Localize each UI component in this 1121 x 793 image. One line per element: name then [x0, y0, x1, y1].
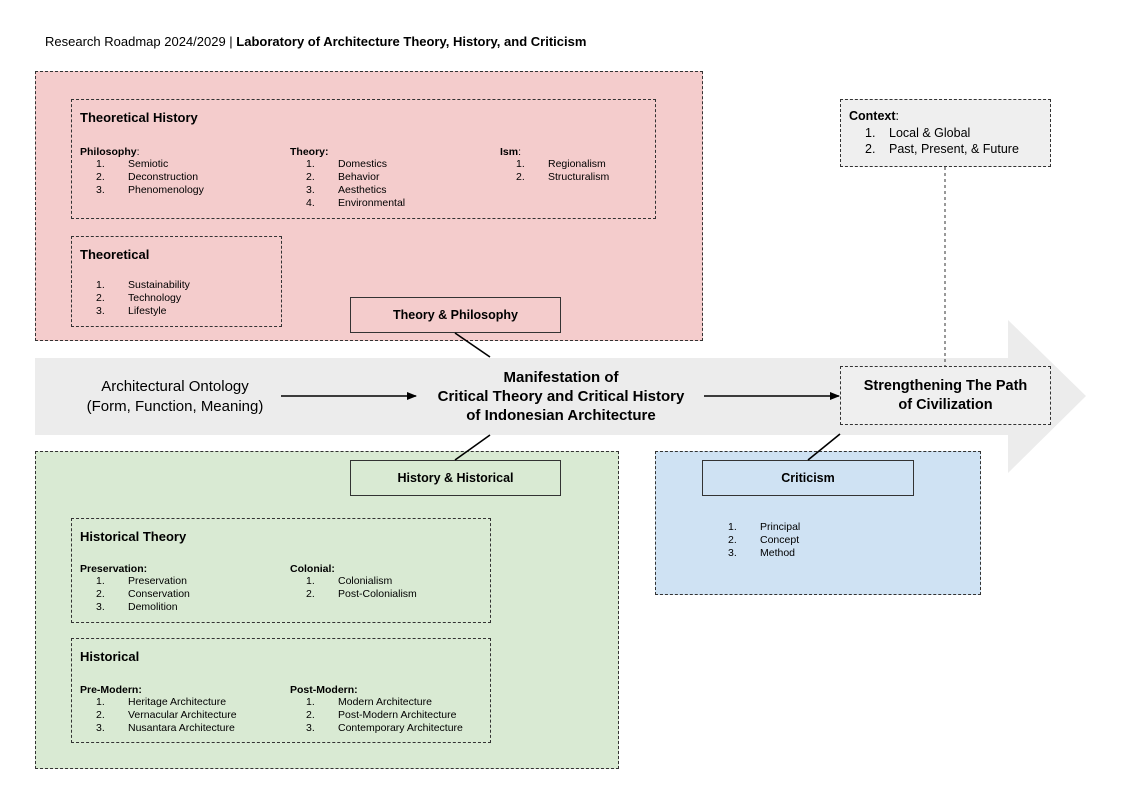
list-item: 1.Heritage Architecture [96, 696, 227, 708]
list-item: 3.Lifestyle [96, 305, 167, 317]
context-title: Context [849, 109, 896, 123]
philosophy-group: Philosophy: 1.Semiotic 2.Deconstruction … [80, 146, 280, 197]
philosophy-list: 1.Semiotic 2.Deconstruction 3.Phenomenol… [80, 158, 280, 197]
group-title: Post-Modern: [290, 684, 358, 696]
preservation-list: 1.Preservation 2.Conservation 3.Demoliti… [80, 575, 280, 614]
list-item: 2.Behavior [306, 171, 380, 183]
group-title: Colonial: [290, 563, 335, 575]
civilization-box: Strengthening The Path of Civilization [840, 366, 1051, 425]
list-item: 2.Conservation [96, 588, 190, 600]
theoretical-list: 1.Sustainability 2.Technology 3.Lifestyl… [80, 279, 280, 318]
group-title: Preservation: [80, 563, 148, 575]
criticism-label: Criticism [702, 460, 914, 496]
ontology-text: Architectural Ontology (Form, Function, … [86, 378, 264, 415]
list-item: 1.Colonialism [306, 575, 393, 587]
preservation-group: Preservation: 1.Preservation 2.Conservat… [80, 563, 280, 614]
theory-region [35, 71, 703, 341]
group-title: Theory: [290, 146, 329, 158]
group-title: Ism [500, 146, 519, 158]
post-modern-list: 1.Modern Architecture 2.Post-Modern Arch… [290, 696, 488, 735]
theoretical-history-title: Theoretical History [80, 110, 198, 125]
historical-box: Historical Pre-Modern: 1.Heritage Archit… [71, 638, 491, 743]
list-item: 1.Modern Architecture [306, 696, 432, 708]
theory-list: 1.Domestics 2.Behavior 3.Aesthetics 4.En… [290, 158, 490, 210]
list-item: 2.Technology [96, 292, 182, 304]
theoretical-box: Theoretical 1.Sustainability 2.Technolog… [71, 236, 282, 327]
theoretical-history-box: Theoretical History Philosophy: 1.Semiot… [71, 99, 656, 219]
list-item: 3.Phenomenology [96, 184, 204, 196]
list-item: 2.Concept [728, 534, 800, 546]
list-item: 3.Contemporary Architecture [306, 722, 463, 734]
colonial-list: 1.Colonialism 2.Post-Colonialism [290, 575, 485, 601]
list-item: 2.Post-Modern Architecture [306, 709, 457, 721]
historical-theory-title: Historical Theory [80, 529, 187, 544]
post-modern-group: Post-Modern: 1.Modern Architecture 2.Pos… [290, 684, 488, 735]
list-item: 1.Semiotic [96, 158, 169, 170]
context-list: 1.Local & Global 2.Past, Present, & Futu… [841, 125, 1051, 157]
pre-modern-group: Pre-Modern: 1.Heritage Architecture 2.Ve… [80, 684, 285, 735]
list-item: 3.Aesthetics [306, 184, 387, 196]
colonial-group: Colonial: 1.Colonialism 2.Post-Coloniali… [290, 563, 485, 601]
group-title: Philosophy [80, 146, 137, 158]
theory-group: Theory: 1.Domestics 2.Behavior 3.Aesthet… [290, 146, 490, 210]
pre-modern-list: 1.Heritage Architecture 2.Vernacular Arc… [80, 696, 285, 735]
list-item: 1.Domestics [306, 158, 388, 170]
historical-theory-box: Historical Theory Preservation: 1.Preser… [71, 518, 491, 623]
list-item: 2.Structuralism [516, 171, 610, 183]
list-item: 2.Past, Present, & Future [865, 142, 1019, 156]
theoretical-title: Theoretical [80, 247, 150, 262]
list-item: 3.Demolition [96, 601, 178, 613]
list-item: 1.Sustainability [96, 279, 190, 291]
list-item: 2.Vernacular Architecture [96, 709, 237, 721]
list-item: 1.Principal [728, 521, 801, 533]
list-item: 2.Deconstruction [96, 171, 199, 183]
list-item: 1.Local & Global [865, 126, 971, 140]
ism-list: 1.Regionalism 2.Structuralism [500, 158, 650, 184]
list-item: 3.Method [728, 547, 796, 559]
lab-name: Laboratory of Architecture Theory, Histo… [236, 34, 587, 49]
list-item: 4.Environmental [306, 197, 406, 209]
history-region [35, 451, 619, 769]
context-box: Context: 1.Local & Global 2.Past, Presen… [840, 99, 1051, 167]
manifestation-text: Manifestation of Critical Theory and Cri… [437, 369, 685, 424]
list-item: 1.Preservation [96, 575, 187, 587]
roadmap-title: Research Roadmap 2024/2029 | [45, 34, 237, 49]
list-item: 3.Nusantara Architecture [96, 722, 235, 734]
theory-philosophy-label: Theory & Philosophy [350, 297, 561, 333]
history-historical-label: History & Historical [350, 460, 561, 496]
historical-title: Historical [80, 649, 140, 664]
page-title: Research Roadmap 2024/2029 | Laboratory … [45, 34, 586, 49]
ism-group: Ism: 1.Regionalism 2.Structuralism [500, 146, 650, 184]
list-item: 1.Regionalism [516, 158, 606, 170]
list-item: 2.Post-Colonialism [306, 588, 417, 600]
criticism-list: 1.Principal 2.Concept 3.Method [712, 521, 912, 560]
group-title: Pre-Modern: [80, 684, 142, 696]
